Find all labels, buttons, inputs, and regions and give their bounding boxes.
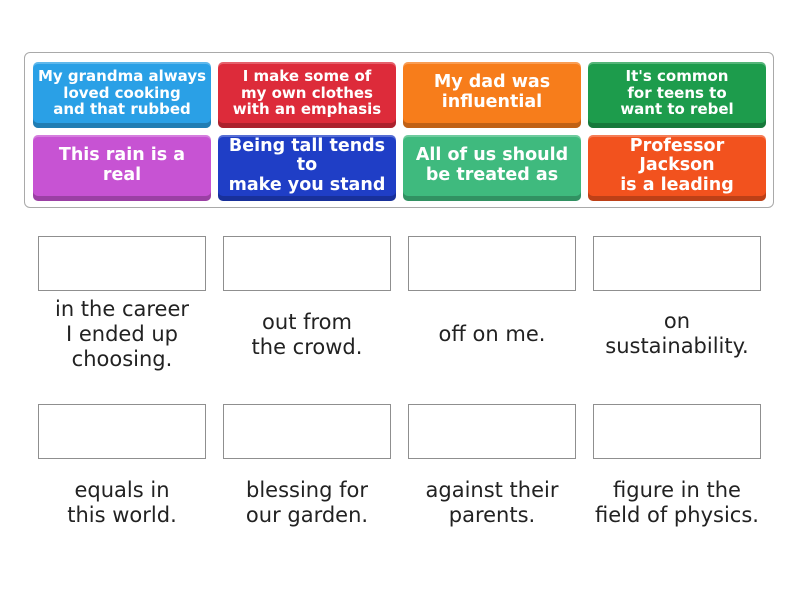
drop-slot-1[interactable] bbox=[38, 236, 206, 291]
ending-text-2: out from the crowd. bbox=[251, 310, 363, 359]
ending-text-8: figure in the field of physics. bbox=[595, 478, 759, 527]
drop-slot-7[interactable] bbox=[408, 404, 576, 459]
drop-slot-6[interactable] bbox=[223, 404, 391, 459]
tile-grandma-cooking[interactable]: My grandma always loved cooking and that… bbox=[33, 62, 211, 128]
tile-tall-stand[interactable]: Being tall tends to make you stand bbox=[218, 135, 396, 201]
tile-teens-rebel[interactable]: It's common for teens to want to rebel bbox=[588, 62, 766, 128]
tile-professor-jackson[interactable]: Professor Jackson is a leading bbox=[588, 135, 766, 201]
word-bank: My grandma always loved cooking and that… bbox=[24, 52, 774, 208]
tile-treated-as[interactable]: All of us should be treated as bbox=[403, 135, 581, 201]
drop-slot-5[interactable] bbox=[38, 404, 206, 459]
ending-text-7: against their parents. bbox=[425, 478, 559, 527]
drop-slot-2[interactable] bbox=[223, 236, 391, 291]
tile-rain-real[interactable]: This rain is a real bbox=[33, 135, 211, 201]
tile-dad-influential[interactable]: My dad was influential bbox=[403, 62, 581, 128]
ending-text-1: in the career I ended up choosing. bbox=[54, 297, 190, 371]
drop-slot-4[interactable] bbox=[593, 236, 761, 291]
tile-own-clothes[interactable]: I make some of my own clothes with an em… bbox=[218, 62, 396, 128]
ending-text-5: equals in this world. bbox=[67, 478, 177, 527]
ending-text-4: on sustainability. bbox=[605, 309, 749, 358]
ending-text-6: blessing for our garden. bbox=[245, 478, 369, 527]
drop-slot-3[interactable] bbox=[408, 236, 576, 291]
ending-text-3: off on me. bbox=[438, 322, 546, 346]
drop-slot-8[interactable] bbox=[593, 404, 761, 459]
